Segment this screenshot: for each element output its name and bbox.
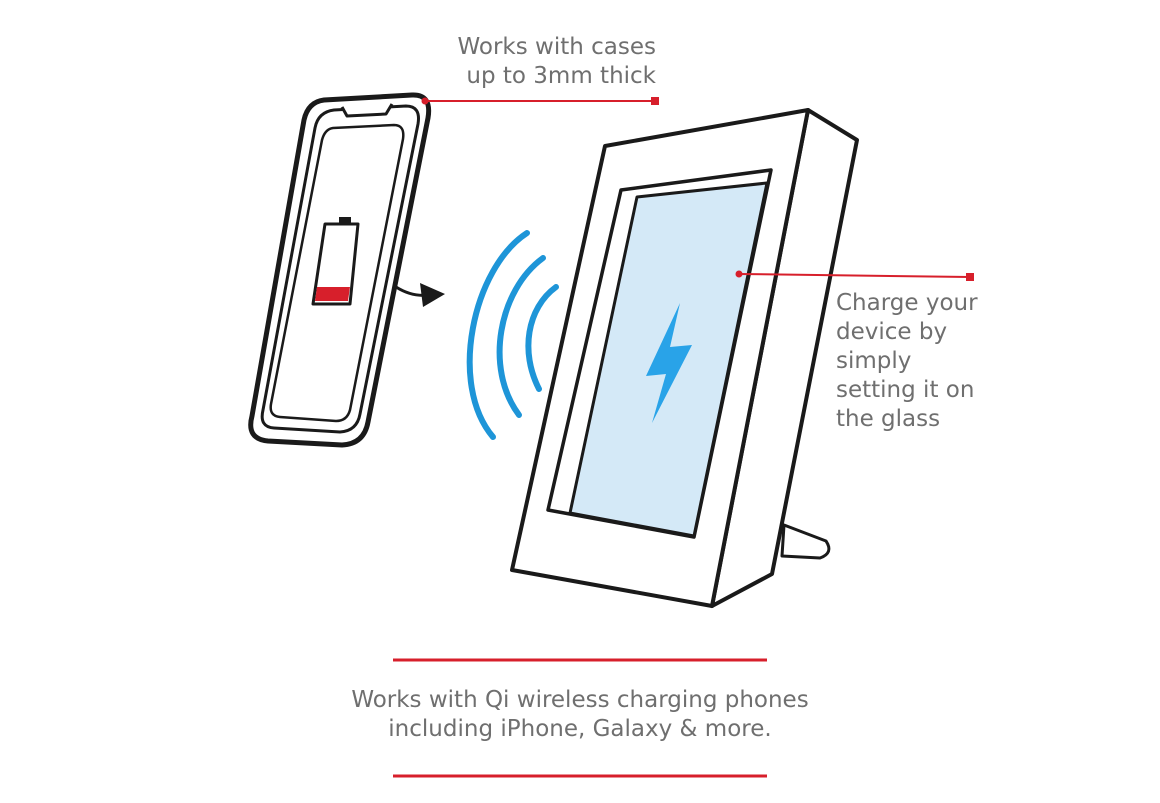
- wireless-waves-icon: [466, 230, 559, 440]
- charger-stand: [780, 523, 831, 560]
- charge-instruction-note: Charge your device by simply setting it …: [836, 290, 978, 432]
- lightning-bolt-icon: [646, 303, 692, 423]
- case-callout-leader: [421, 97, 659, 105]
- low-battery-icon: [311, 217, 360, 306]
- case-thickness-note: Works with cases up to 3mm thick: [457, 34, 657, 89]
- arrow-right-icon: [395, 283, 445, 307]
- compatibility-footer-text: Works with Qi wireless charging phones i…: [351, 687, 809, 742]
- glass-callout-leader: [735, 270, 974, 281]
- battery-level-fill: [315, 287, 350, 301]
